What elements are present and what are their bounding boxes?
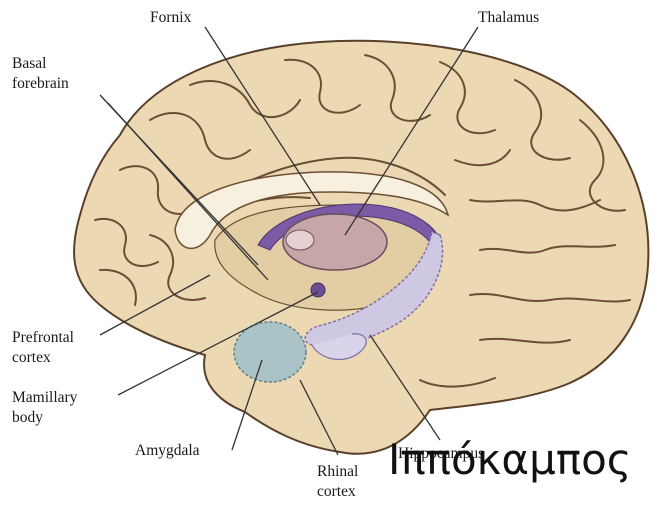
label-rhinal-1: Rhinal [317,463,358,480]
amygdala [234,322,306,382]
label-basal-forebrain-2: forebrain [12,75,69,92]
thalamus-highlight [286,230,314,250]
label-rhinal-2: cortex [317,483,356,500]
label-amygdala: Amygdala [135,442,200,459]
label-mamillary-2: body [12,409,43,426]
overlay-caption: Ιππόκαμπος [388,435,631,484]
label-thalamus: Thalamus [478,9,539,26]
label-mamillary-1: Mamillary [12,389,78,406]
label-fornix: Fornix [150,9,192,26]
label-prefrontal-1: Prefrontal [12,329,74,346]
label-basal-forebrain-1: Basal [12,55,46,72]
label-prefrontal-2: cortex [12,349,51,366]
